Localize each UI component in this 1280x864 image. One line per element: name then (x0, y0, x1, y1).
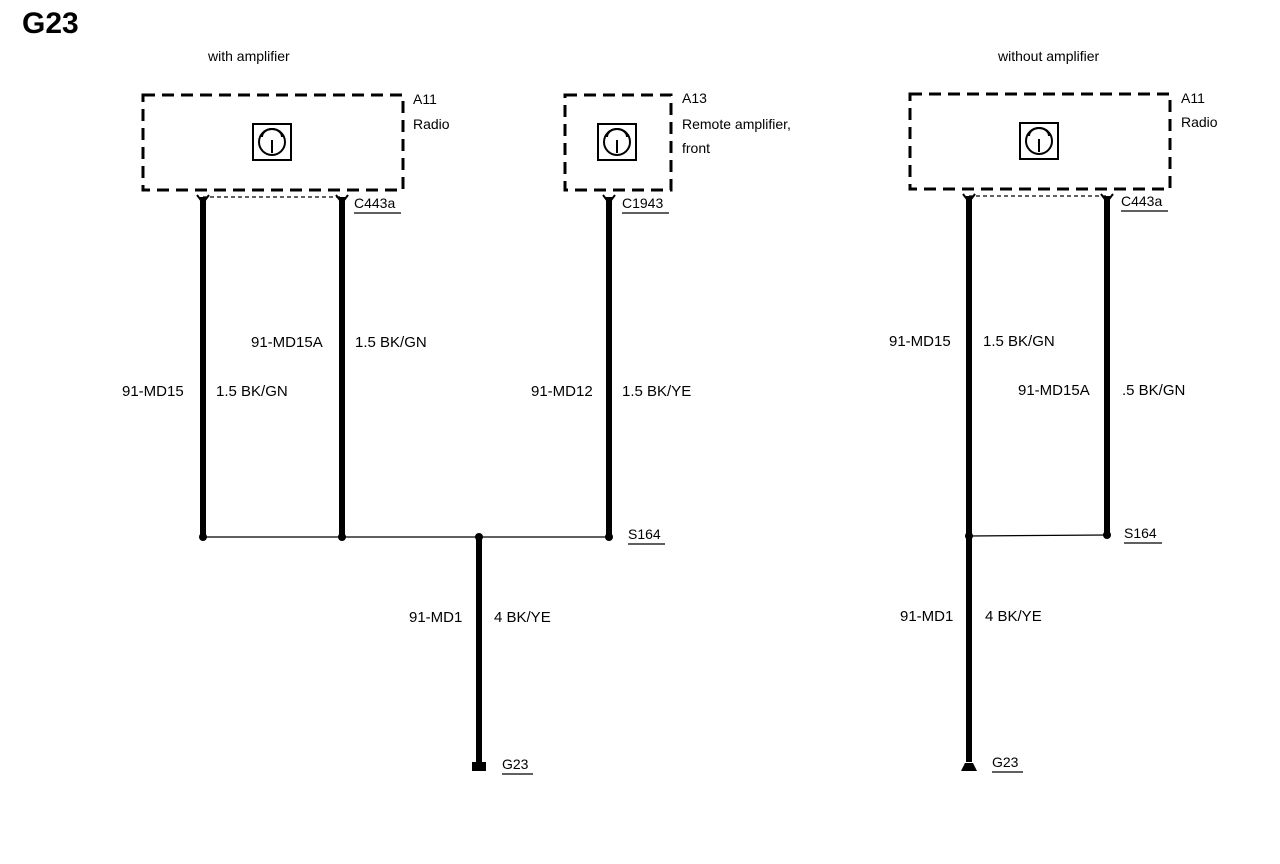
left-junction-4 (605, 533, 613, 541)
left-wire3-code: 91-MD12 (531, 383, 593, 400)
left-wire1-code: 91-MD15 (122, 383, 184, 400)
left-speaker-icon (252, 123, 292, 161)
left-splice-label: S164 (628, 526, 661, 542)
left-radio-connector: C443a (354, 195, 395, 211)
right-junction-2 (1103, 531, 1111, 539)
right-ground-wire-code: 91-MD1 (900, 608, 953, 625)
left-amp-speaker-icon (597, 123, 637, 161)
left-ground-wire-code: 91-MD1 (409, 609, 462, 626)
left-ground-wire-spec: 4 BK/YE (494, 609, 551, 626)
right-radio-connector: C443a (1121, 193, 1162, 209)
left-junction-1 (199, 533, 207, 541)
left-junction-2 (338, 533, 346, 541)
right-wire2-spec: .5 BK/GN (1122, 382, 1185, 399)
right-ground-wire-spec: 4 BK/YE (985, 608, 1042, 625)
left-radio-id: A11 (413, 91, 437, 107)
left-amp-name-2: front (682, 140, 710, 156)
left-wire2-code: 91-MD15A (251, 334, 323, 351)
left-radio-box (141, 93, 405, 192)
left-amp-connector: C1943 (622, 195, 663, 211)
right-splice-label: S164 (1124, 525, 1157, 541)
right-wire1-code: 91-MD15 (889, 333, 951, 350)
left-radio-name: Radio (413, 116, 450, 132)
page-title: G23 (22, 7, 79, 40)
right-wire2-code: 91-MD15A (1018, 382, 1090, 399)
right-wire1-spec: 1.5 BK/GN (983, 333, 1055, 350)
right-radio-id: A11 (1181, 90, 1205, 106)
right-splice-bus (968, 534, 1108, 537)
right-ground-symbol-icon (961, 763, 977, 771)
left-amp-id: A13 (682, 90, 707, 106)
left-amp-name-1: Remote amplifier, (682, 116, 791, 132)
left-wire2-spec: 1.5 BK/GN (355, 334, 427, 351)
left-amp-box (563, 93, 673, 192)
right-radio-box (908, 92, 1172, 191)
left-wire3-spec: 1.5 BK/YE (622, 383, 691, 400)
right-heading: without amplifier (997, 48, 1099, 64)
left-wire1-spec: 1.5 BK/GN (216, 383, 288, 400)
right-speaker-icon (1019, 122, 1059, 160)
right-radio-name: Radio (1181, 114, 1218, 130)
right-ground-label: G23 (992, 754, 1019, 770)
left-ground-symbol-icon (472, 762, 486, 771)
left-heading: with amplifier (207, 48, 290, 64)
left-ground-label: G23 (502, 756, 529, 772)
